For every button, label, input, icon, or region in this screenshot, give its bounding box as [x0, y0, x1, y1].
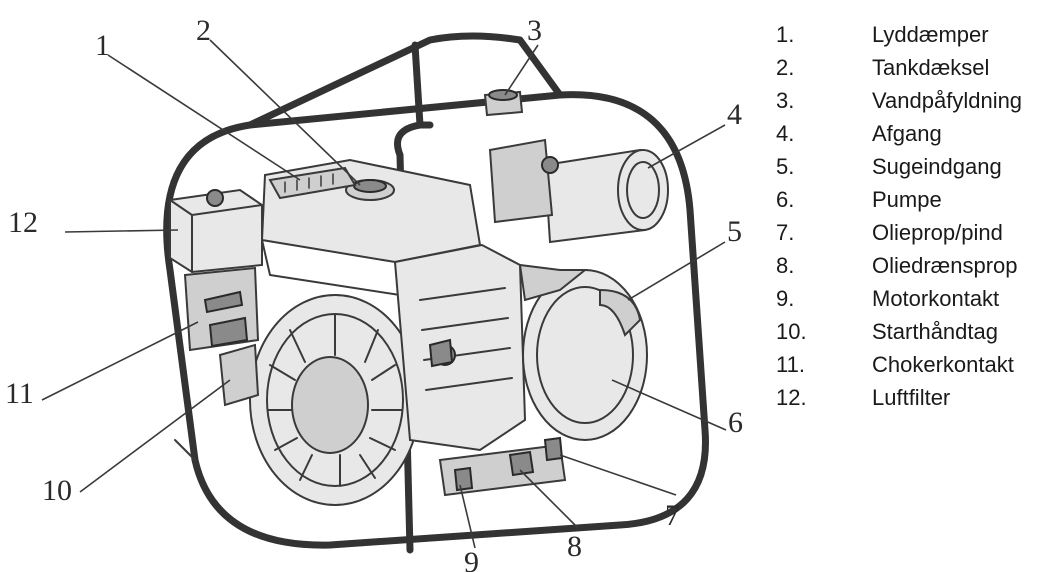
- callout-7: 7: [665, 499, 680, 532]
- legend-number: 3.: [776, 88, 795, 113]
- muffler: [268, 166, 357, 200]
- legend-item: 11. Chokerkontakt: [776, 348, 1061, 381]
- legend-label: Oliedrænsprop: [872, 253, 1018, 278]
- callout-4: 4: [727, 98, 742, 131]
- legend-number: 6.: [776, 187, 795, 212]
- legend-label: Vandpåfyldning: [872, 88, 1023, 113]
- parts-legend: 1. Lyddæmper 2. Tankdæksel 3. Vandpåfyldnin…: [776, 18, 1061, 414]
- legend-number: 11.: [776, 352, 805, 377]
- legend-item: 8. Oliedrænsprop: [776, 249, 1061, 282]
- legend-number: 2.: [776, 55, 795, 80]
- callout-1: 1: [95, 29, 110, 62]
- water-pump-illustration: 1 2 3 4 5 6 7 8 9 10 11 12: [5, 14, 743, 572]
- pump-housing: [518, 263, 648, 441]
- legend-item: 12. Luftfilter: [776, 381, 1061, 414]
- callout-10: 10: [42, 474, 72, 507]
- callout-9: 9: [464, 546, 479, 572]
- legend-label: Chokerkontakt: [872, 352, 1014, 377]
- legend-label: Tankdæksel: [872, 55, 990, 80]
- legend-number: 8.: [776, 253, 795, 278]
- legend-item: 2. Tankdæksel: [776, 51, 1061, 84]
- leader-lines: [41, 39, 727, 549]
- legend-label: Lyddæmper: [872, 22, 989, 47]
- legend-item: 9. Motorkontakt: [776, 282, 1061, 315]
- callout-6: 6: [728, 406, 743, 439]
- recoil-starter: [218, 294, 421, 506]
- legend-item: 1. Lyddæmper: [776, 18, 1061, 51]
- legend-number: 12.: [776, 385, 807, 410]
- legend-label: Starthåndtag: [872, 319, 998, 344]
- legend-item: 10. Starthåndtag: [776, 315, 1061, 348]
- legend-number: 1.: [776, 22, 795, 47]
- callout-11: 11: [5, 377, 34, 410]
- callout-8: 8: [567, 530, 582, 563]
- engine-block: [393, 243, 527, 452]
- legend-number: 5.: [776, 154, 795, 179]
- legend-number: 9.: [776, 286, 795, 311]
- legend-item: 7. Olieprop/pind: [776, 216, 1061, 249]
- callout-2: 2: [196, 14, 211, 47]
- callout-3: 3: [527, 14, 542, 47]
- legend-label: Afgang: [872, 121, 942, 146]
- callout-12: 12: [8, 206, 38, 239]
- callout-numbers: 1 2 3 4 5 6 7 8 9 10 11 12: [5, 14, 743, 572]
- legend-label: Luftfilter: [872, 385, 951, 410]
- air-filter: [169, 188, 263, 274]
- legend-item: 4. Afgang: [776, 117, 1061, 150]
- legend-label: Olieprop/pind: [872, 220, 1003, 245]
- legend-label: Motorkontakt: [872, 286, 1000, 311]
- water-fill-cap: [483, 89, 524, 117]
- legend-item: 3. Vandpåfyldning: [776, 84, 1061, 117]
- legend-number: 10.: [776, 319, 807, 344]
- legend-item: 5. Sugeindgang: [776, 150, 1061, 183]
- choke-lever: [183, 266, 260, 352]
- legend-number: 4.: [776, 121, 795, 146]
- legend-label: Pumpe: [872, 187, 942, 212]
- callout-5: 5: [727, 215, 742, 248]
- legend-number: 7.: [776, 220, 795, 245]
- base-and-plugs: [428, 338, 567, 497]
- legend-item: 6. Pumpe: [776, 183, 1061, 216]
- discharge-outlet: [488, 138, 669, 244]
- legend-label: Sugeindgang: [872, 154, 1002, 179]
